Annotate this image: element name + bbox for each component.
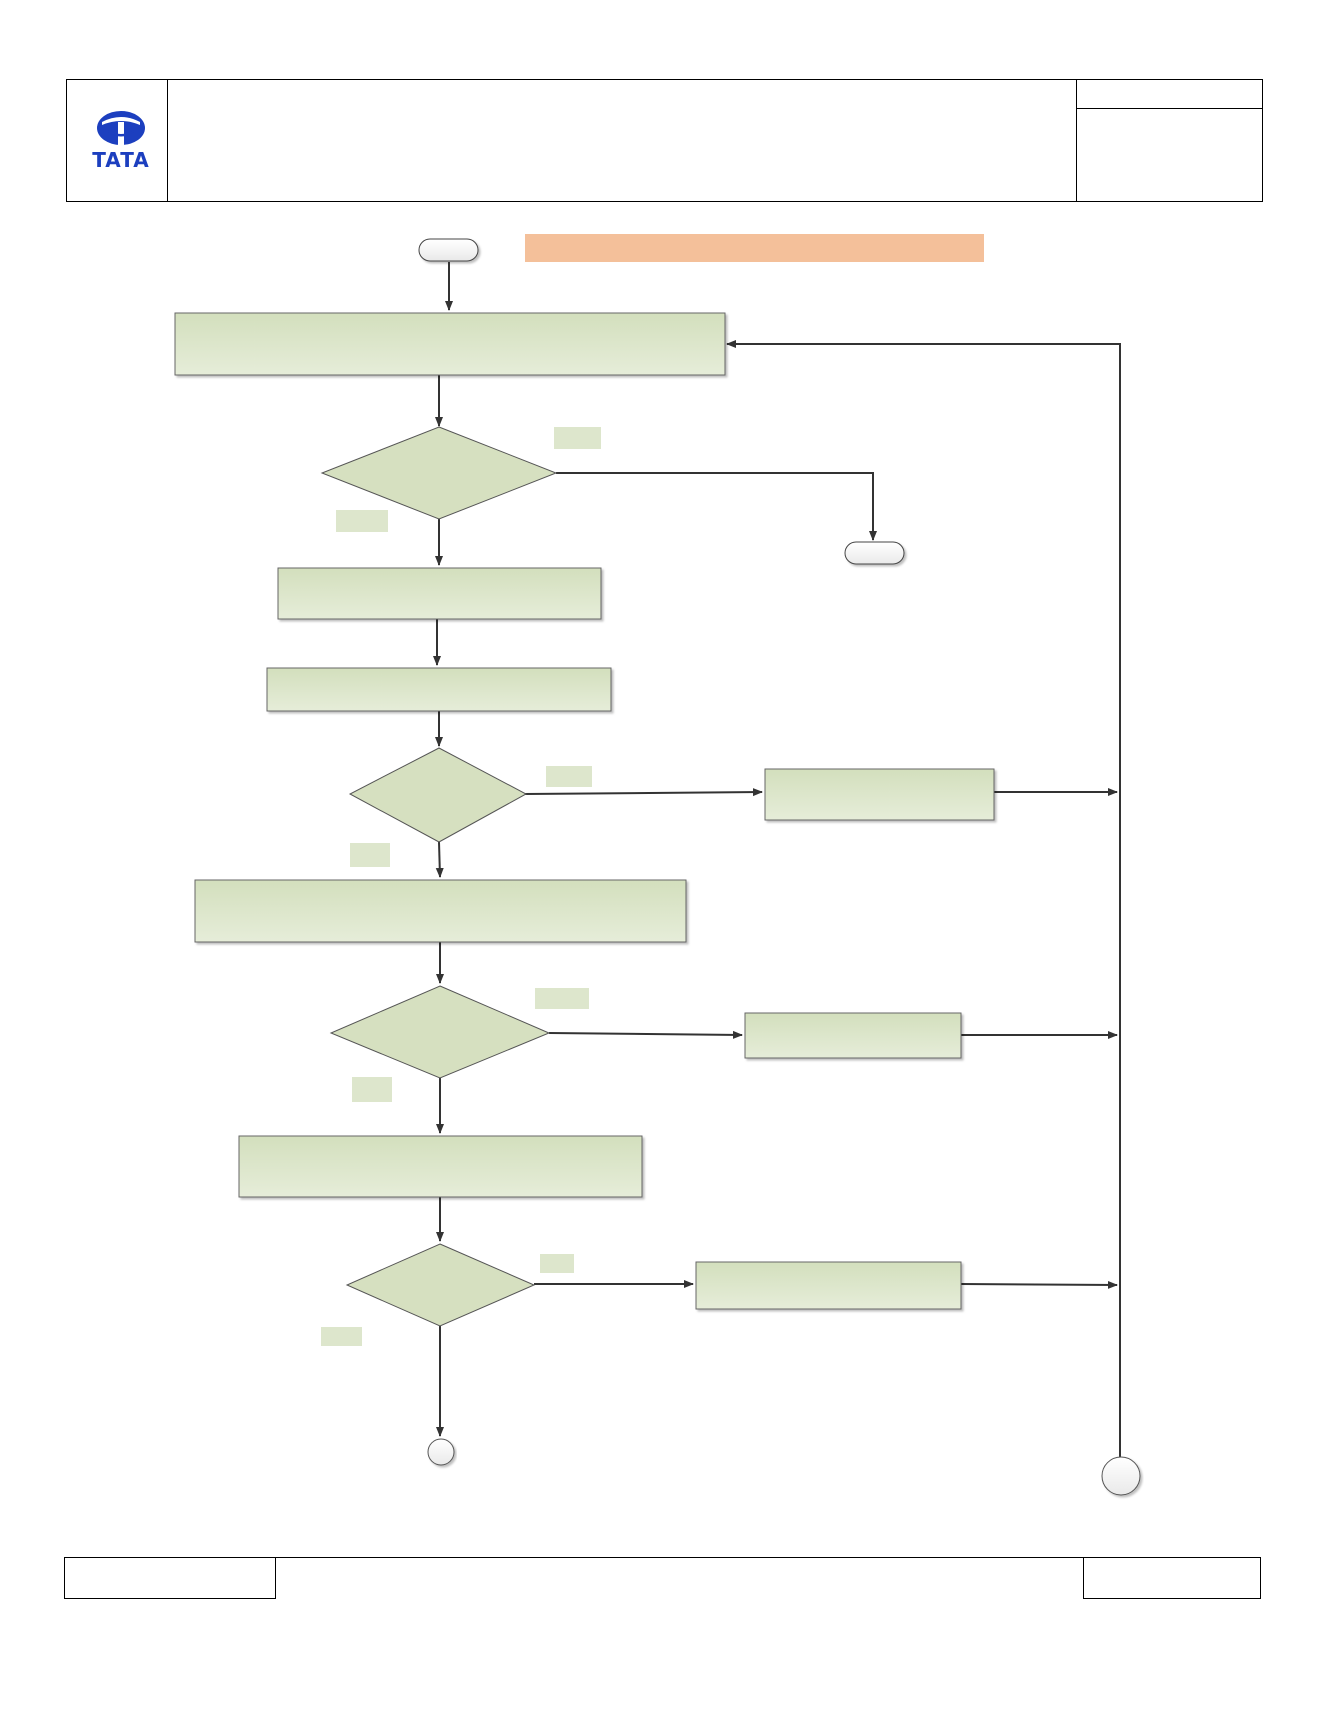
branch-label-tag [321,1327,362,1346]
footer-right-cell [1083,1557,1261,1599]
arrow-decision2-side1 [524,788,763,797]
side-action-2 [744,1012,962,1059]
side-action-1 [764,768,995,821]
connector-circle-bottom [427,1438,455,1466]
branch-label-tag [336,510,388,532]
branch-label-tag [350,843,390,867]
title-banner [525,234,984,262]
arrow-side3-loop [960,1280,1118,1289]
process-step-5 [238,1135,643,1198]
arrow-decision1-end [556,472,877,541]
decision-1 [320,426,558,520]
decision-4 [345,1243,536,1327]
tata-emblem-icon [97,111,145,146]
branch-label-tag [554,427,601,449]
tata-wordmark: TATA [92,148,150,172]
branch-labels [321,427,601,1346]
arrow-decision2-step4 [435,841,444,878]
tata-logo: TATA [88,108,154,172]
connector-circle-loop [1101,1456,1141,1496]
arrow-decision3-side2 [548,1030,743,1039]
start-terminator [418,238,479,262]
footer-left-cell [64,1557,276,1599]
flow-connectors [433,262,1121,1458]
process-step-2 [277,567,602,620]
branch-label-tag [546,766,592,787]
footer-center-line [275,1557,1084,1558]
process-step-1 [174,312,726,376]
process-step-3 [266,667,612,712]
decision-3 [329,985,551,1079]
branch-label-tag [352,1077,392,1102]
decision-2 [348,747,528,843]
header-info-cell [1076,108,1263,202]
arrow-loop-back-step1 [726,340,1121,1458]
branch-label-tag [535,988,589,1009]
side-action-3 [695,1261,962,1310]
process-step-4 [194,879,687,943]
branch-label-tag [540,1254,574,1273]
end-terminator [844,541,905,565]
